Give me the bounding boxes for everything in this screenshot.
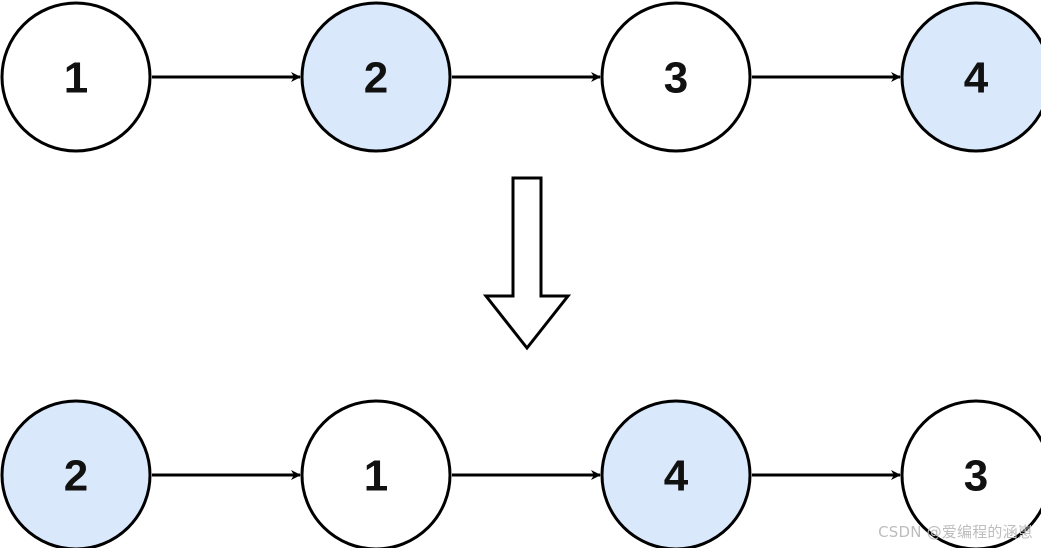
- bottom-node-1: 2: [0, 399, 152, 548]
- bottom-node-3-label: 4: [664, 452, 689, 501]
- top-node-1: 1: [0, 1, 152, 153]
- bottom-node-2: 1: [300, 399, 452, 548]
- top-row-nodes: 1 2 3 4: [0, 1, 1041, 153]
- top-node-2: 2: [300, 1, 452, 153]
- csdn-watermark: CSDN @爱编程的涵崽: [878, 523, 1033, 541]
- top-node-1-label: 1: [64, 54, 88, 103]
- bottom-node-4: 3: [900, 399, 1041, 548]
- transform-down-arrow: [482, 176, 572, 351]
- bottom-node-3: 4: [600, 399, 752, 548]
- bottom-node-2-label: 1: [364, 452, 388, 501]
- bottom-node-4-label: 3: [964, 452, 988, 501]
- top-node-3: 3: [600, 1, 752, 153]
- bottom-node-1-label: 2: [64, 452, 88, 501]
- top-node-4-label: 4: [964, 54, 989, 103]
- bottom-row-nodes: 2 1 4 3: [0, 399, 1041, 548]
- top-node-4: 4: [900, 1, 1041, 153]
- top-node-3-label: 3: [664, 54, 688, 103]
- top-node-2-label: 2: [364, 54, 388, 103]
